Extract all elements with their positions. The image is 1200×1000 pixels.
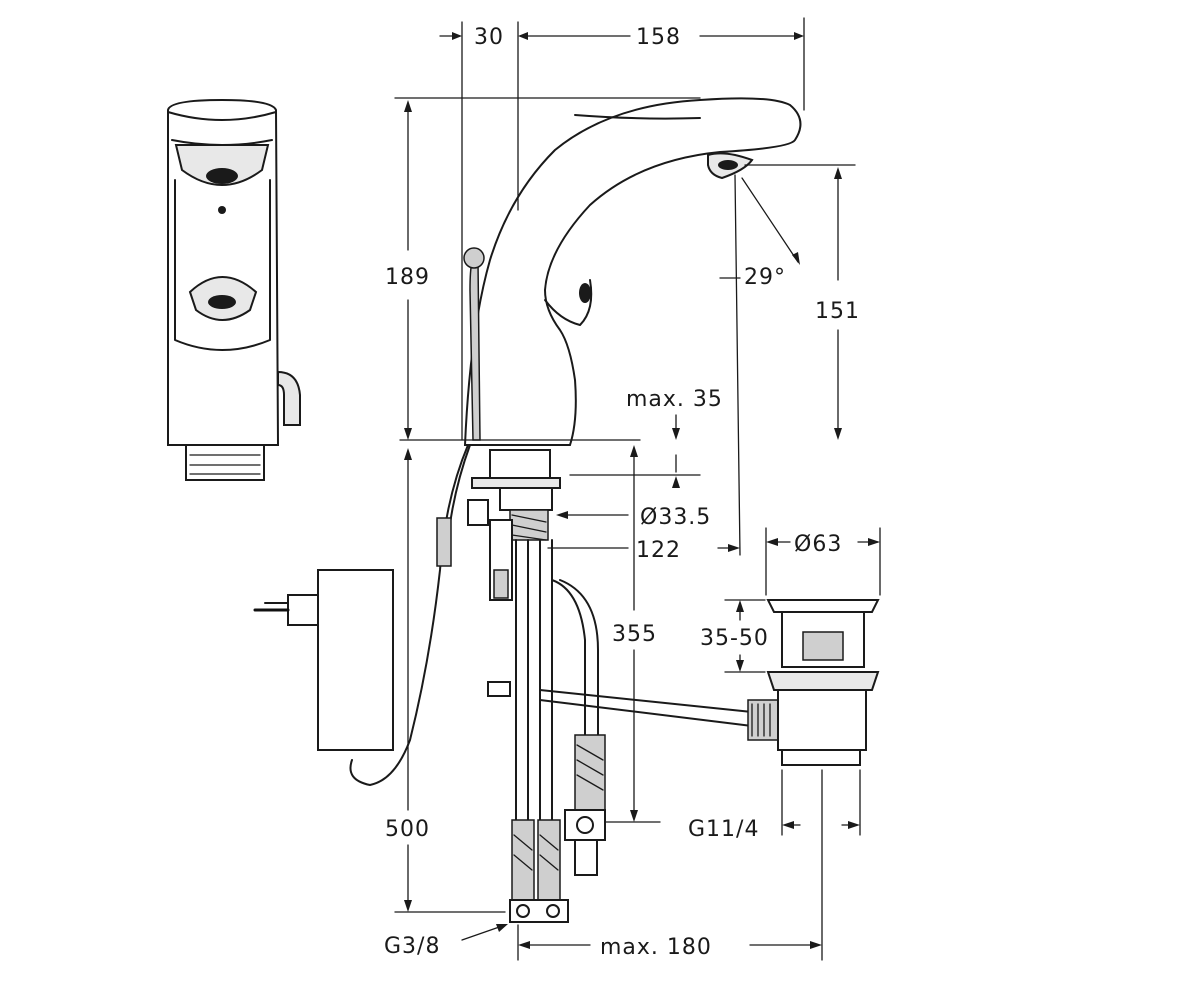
dim-supply-thread: G3/8	[384, 934, 440, 959]
front-view	[167, 98, 301, 481]
spout-side-view	[463, 97, 802, 446]
dim-spout-reach: 158	[636, 25, 681, 50]
dim-max-projection: max. 180	[600, 935, 712, 960]
dim-drain-diameter: Ø63	[794, 532, 842, 557]
supply-hoses	[487, 539, 606, 923]
power-supply	[253, 444, 471, 786]
dim-body-depth: 122	[636, 538, 681, 563]
dim-hose-length: 355	[612, 622, 657, 647]
dimension-lines	[394, 17, 881, 961]
dim-spout-offset: 30	[474, 25, 504, 50]
popup-waste	[539, 599, 880, 766]
dim-outlet-height: 151	[815, 299, 860, 324]
dim-cable-length: 500	[385, 817, 430, 842]
mounting-assembly	[467, 449, 561, 601]
dim-drain-thread: G11/4	[688, 817, 759, 842]
dim-drain-stroke: 35-50	[700, 626, 769, 651]
dim-sensor-angle: 29°	[744, 265, 786, 290]
dim-hole-diameter: Ø33.5	[640, 505, 711, 530]
dim-max-deck-thickness: max. 35	[626, 387, 723, 412]
dim-total-height: 189	[385, 265, 430, 290]
dimension-labels: 30 158 189 151 29° max. 35 Ø33.5 122 Ø63…	[384, 25, 860, 960]
